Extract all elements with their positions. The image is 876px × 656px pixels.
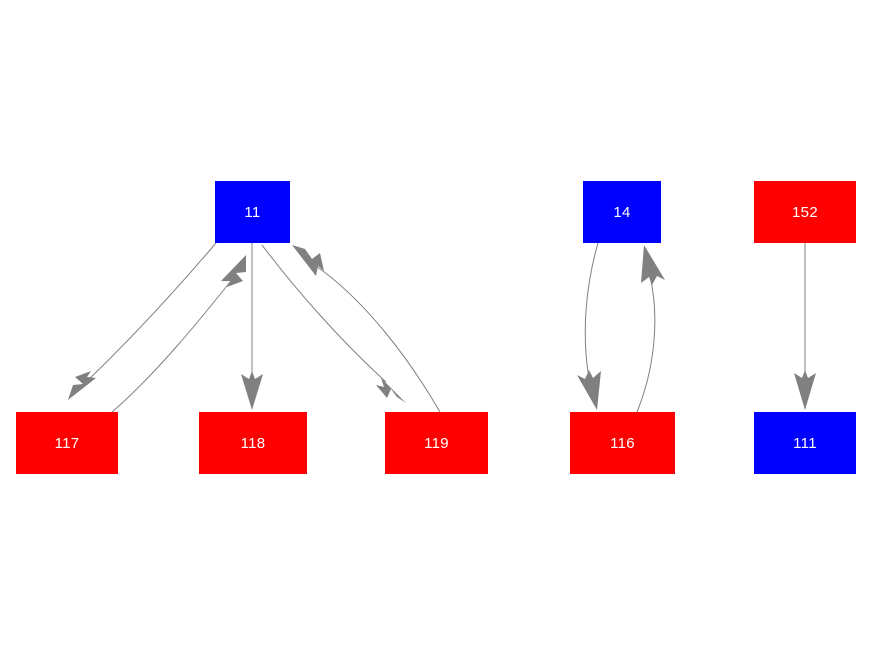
node-118[interactable]: 118 (199, 412, 307, 474)
edge-116-to-14-arrowhead (641, 245, 665, 285)
edge-116-to-14-line (636, 275, 656, 413)
edge-119-to-11-arrowhead (292, 245, 324, 276)
edge-117-to-11-arrowhead (221, 255, 246, 287)
edge-119-to-11-line (315, 265, 441, 413)
node-117[interactable]: 117 (16, 412, 118, 474)
node-119[interactable]: 119 (385, 412, 488, 474)
node-118-label: 118 (240, 434, 266, 452)
node-11-label: 11 (244, 203, 261, 221)
node-111-label: 111 (793, 434, 817, 452)
node-111[interactable]: 111 (754, 412, 856, 474)
edge-119-to-11 (292, 245, 441, 413)
node-11[interactable]: 11 (215, 181, 290, 243)
edge-11-to-119-arrowhead (376, 378, 406, 403)
node-152[interactable]: 152 (754, 181, 856, 243)
edge-14-to-116-line (584, 242, 599, 373)
edge-152-to-111-arrowhead (794, 370, 816, 410)
edge-11-to-118-arrowhead (241, 371, 263, 410)
edge-11-to-119 (261, 244, 406, 403)
edge-14-to-116 (577, 242, 601, 410)
node-117-label: 117 (54, 434, 80, 452)
edge-11-to-117-line (82, 242, 217, 386)
edge-11-to-117-arrowhead (68, 371, 96, 400)
node-14-label: 14 (613, 203, 631, 221)
edge-11-to-118 (241, 243, 263, 410)
node-14[interactable]: 14 (583, 181, 661, 243)
edge-117-to-11 (111, 255, 246, 413)
edge-14-to-116-arrowhead (577, 370, 601, 410)
edge-117-to-11-line (111, 276, 235, 413)
edge-116-to-14 (636, 245, 665, 413)
node-116-label: 116 (610, 434, 635, 452)
node-152-label: 152 (792, 203, 818, 221)
node-119-label: 119 (424, 434, 449, 452)
edge-152-to-111 (794, 243, 816, 410)
edge-11-to-119-line (261, 244, 387, 383)
edge-11-to-117 (68, 242, 217, 400)
node-116[interactable]: 116 (570, 412, 675, 474)
